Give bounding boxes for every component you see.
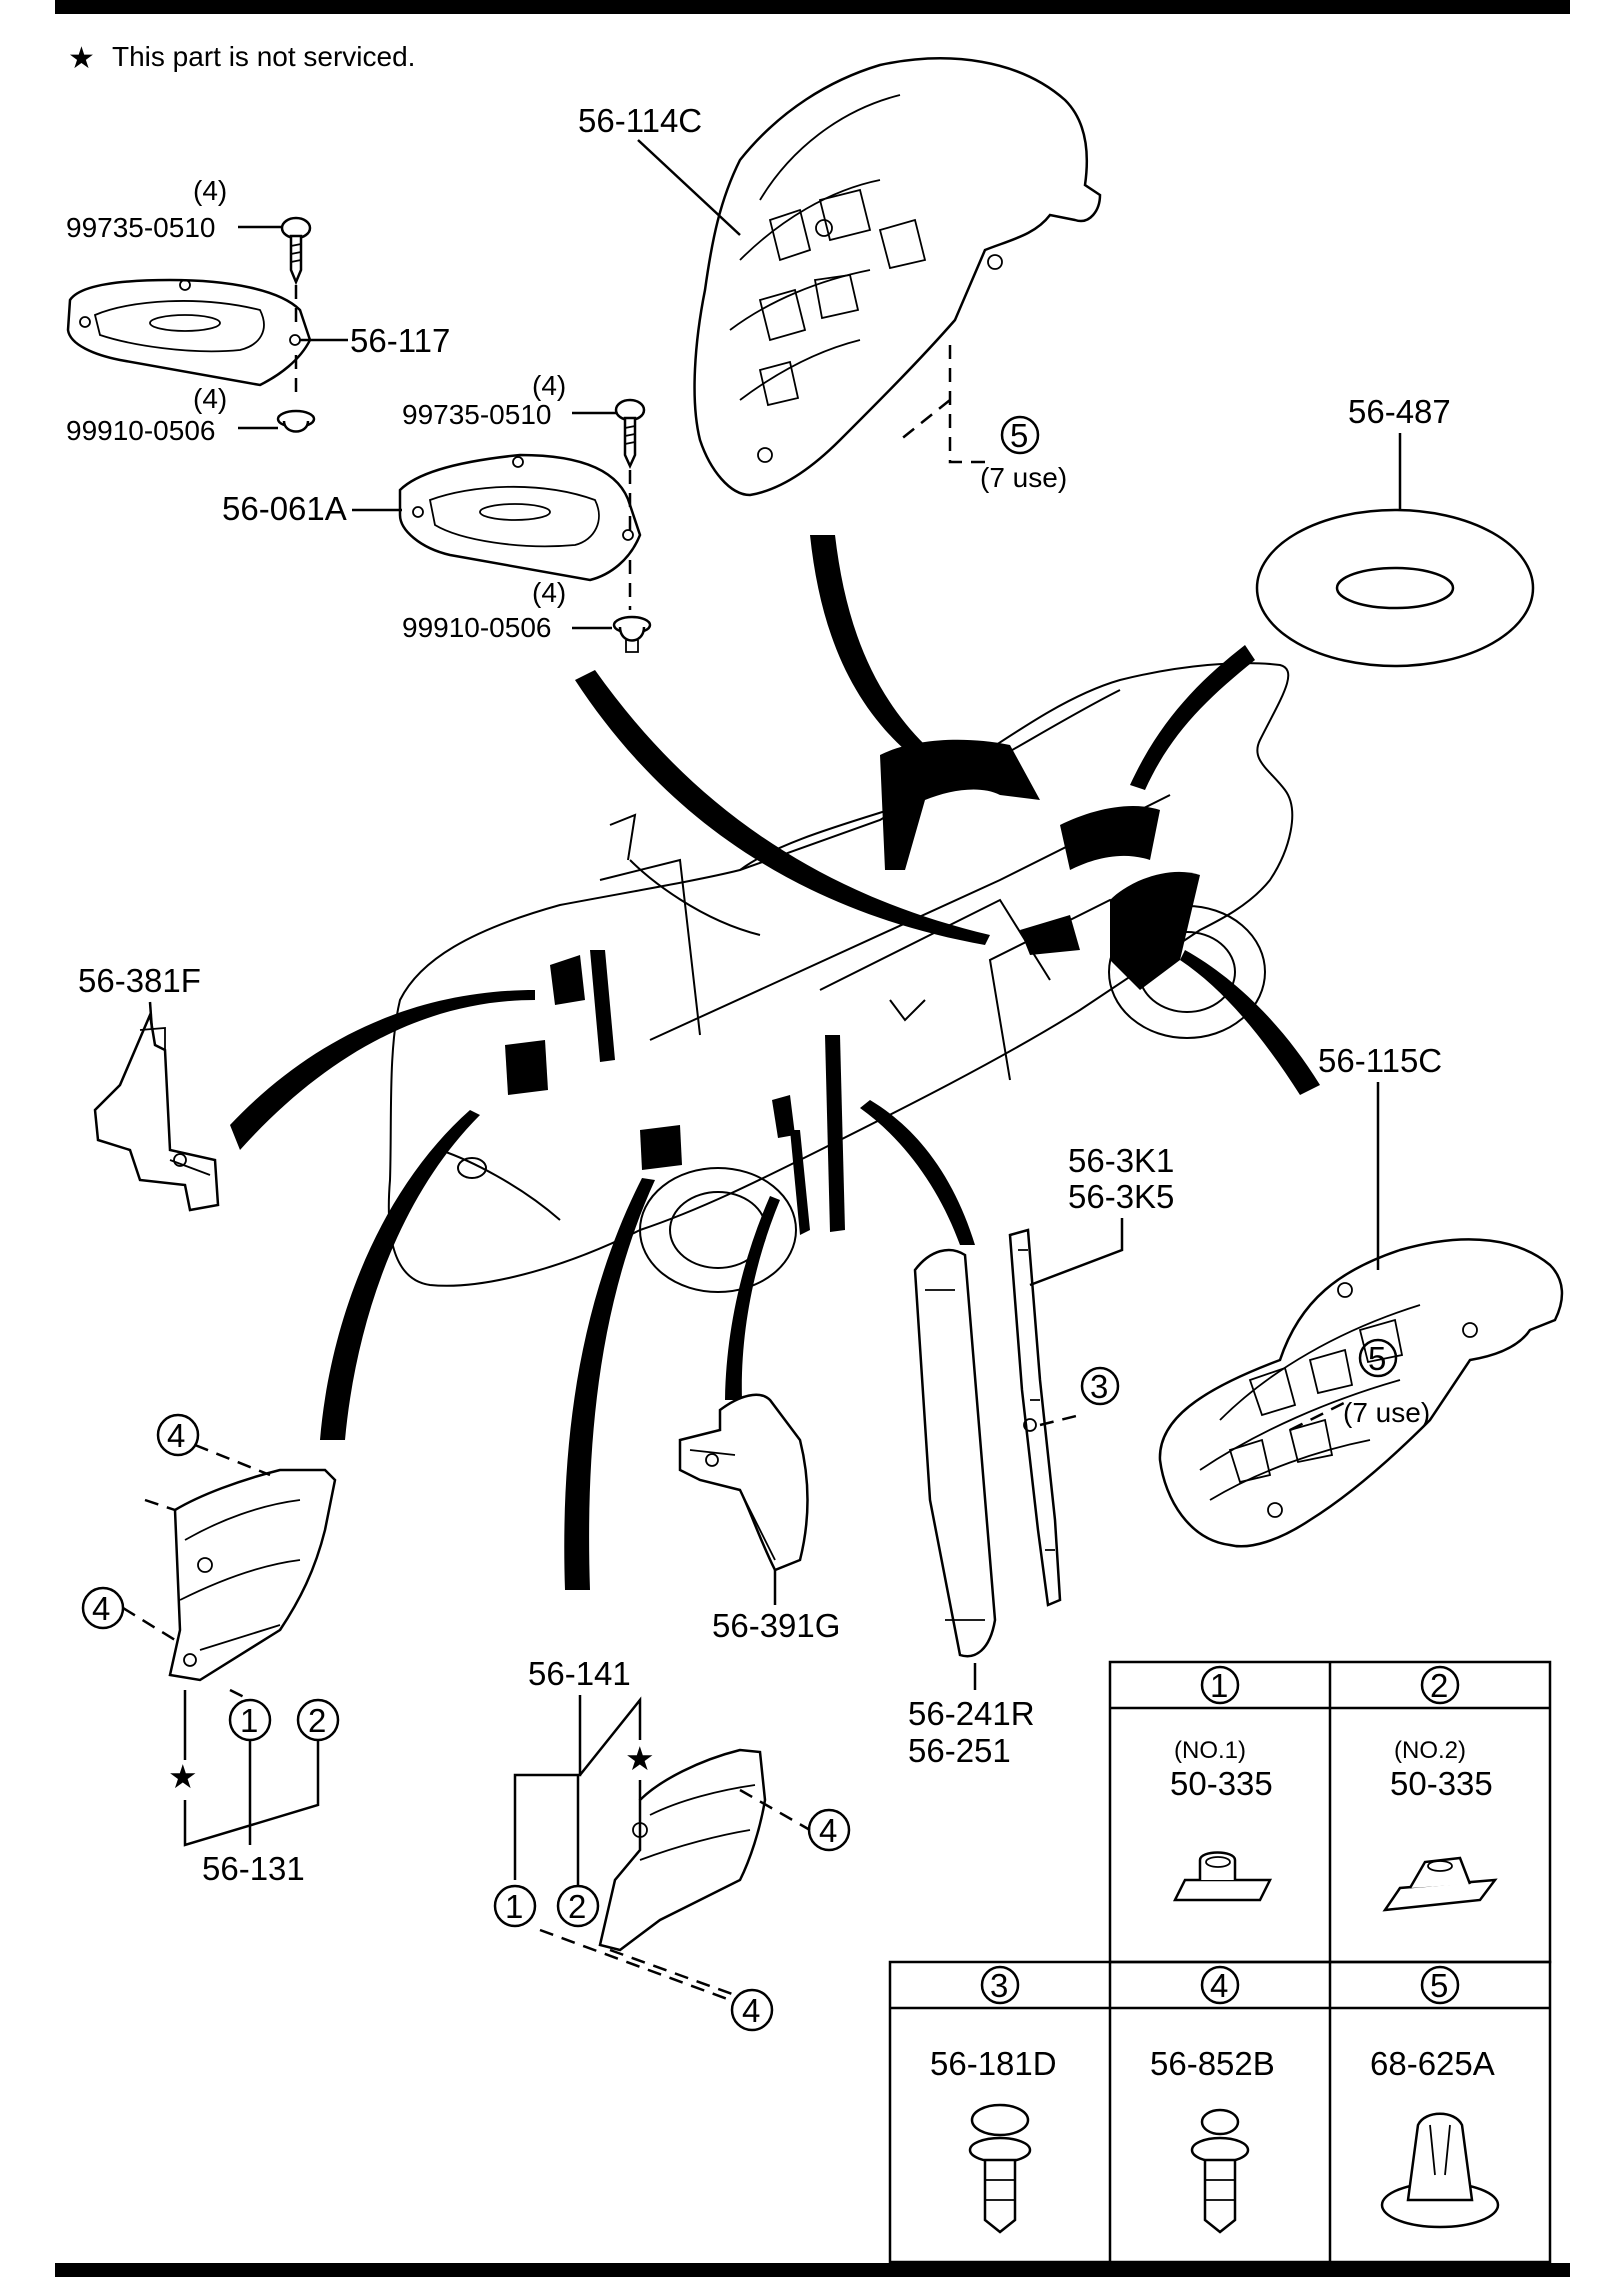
- table-ref-1: 1: [1210, 1667, 1228, 1704]
- callout-2-a: 2: [308, 1702, 326, 1739]
- label-56-117: 56-117: [350, 322, 450, 359]
- screw-icon-mid: [614, 398, 646, 470]
- bottom-border-rule: [55, 2263, 1570, 2277]
- label-56-131: 56-131: [202, 1850, 305, 1887]
- insulator-56-061A: [398, 453, 642, 582]
- callout-4-b: 4: [92, 1590, 110, 1627]
- table-part-3: 56-181D: [930, 2045, 1057, 2082]
- label-56-114C: 56-114C: [578, 102, 702, 139]
- push-rivet-3-icon: [968, 2103, 1032, 2234]
- wheel-liner-front-56-114C: [693, 57, 1102, 497]
- label-56-3K5: 56-3K5: [1068, 1178, 1174, 1215]
- label-56-487: 56-487: [1348, 393, 1451, 430]
- bracket-56-391G: [678, 1393, 809, 1572]
- label-56-241R: 56-241R: [908, 1695, 1035, 1732]
- table-sub-2: (NO.2): [1394, 1737, 1466, 1764]
- not-serviced-note: ★ This part is not serviced.: [68, 41, 415, 75]
- callout-3: 3: [1090, 1368, 1108, 1405]
- table-part-4: 56-852B: [1150, 2045, 1275, 2082]
- fastener-table: 1 (NO.1) 50-335 2 (NO.2) 50-335 3 56-181…: [888, 1660, 1552, 2264]
- qty-clip-mid: (4): [532, 577, 566, 608]
- label-56-115C: 56-115C: [1318, 1042, 1442, 1079]
- star-icon-a: ★: [168, 1758, 198, 1795]
- nut-clip-1-icon: [1172, 1851, 1273, 1902]
- qty-clip-top: (4): [193, 383, 227, 414]
- label-99735-0510-mid: 99735-0510: [402, 399, 551, 430]
- callout-4-c: 4: [819, 1812, 837, 1849]
- label-99735-0510-top: 99735-0510: [66, 212, 215, 243]
- note-star-icon: ★: [68, 42, 95, 75]
- callout-4-d: 4: [742, 1992, 760, 2029]
- label-99910-0506-mid: 99910-0506: [402, 612, 551, 643]
- label-7-use-right: (7 use): [1343, 1397, 1430, 1428]
- table-ref-5: 5: [1430, 1967, 1448, 2004]
- callout-5-right: 5: [1368, 1340, 1386, 1377]
- qty-screw-top: (4): [193, 175, 227, 206]
- label-56-391G: 56-391G: [712, 1607, 840, 1644]
- table-sub-1: (NO.1): [1174, 1737, 1246, 1764]
- callout-5-top: 5: [1010, 417, 1028, 454]
- wheel-liner-rear-56-115C: [1158, 1238, 1564, 1548]
- push-rivet-4-icon: [1190, 2108, 1250, 2234]
- disc-56-487: [1255, 508, 1535, 668]
- label-56-141: 56-141: [528, 1655, 631, 1692]
- label-56-381F: 56-381F: [78, 962, 201, 999]
- panel-56-131: [168, 1468, 337, 1682]
- callout-2-b: 2: [568, 1888, 586, 1925]
- car-patches: [505, 739, 1200, 1235]
- note-text: This part is not serviced.: [112, 41, 415, 72]
- qty-screw-mid: (4): [532, 370, 566, 401]
- bracket-56-381F: [93, 1010, 220, 1212]
- grommet-5-icon: [1380, 2112, 1500, 2229]
- clip-icon-mid: [612, 615, 652, 653]
- callout-1-a: 1: [240, 1702, 258, 1739]
- leader-sweeps: [230, 535, 1320, 1590]
- callout-1-b: 1: [505, 1888, 523, 1925]
- label-99910-0506-top: 99910-0506: [66, 415, 215, 446]
- seal-strip-56-3K1: [1008, 1228, 1062, 1607]
- table-ref-4: 4: [1210, 1967, 1228, 2004]
- callout-4-a: 4: [167, 1417, 185, 1454]
- top-border-rule: [55, 0, 1570, 14]
- trim-56-241R: [913, 1248, 997, 1658]
- label-56-061A: 56-061A: [222, 490, 347, 527]
- nut-clip-2-icon: [1382, 1856, 1498, 1912]
- clip-icon-top: [276, 409, 316, 433]
- table-part-1: 50-335: [1170, 1765, 1273, 1802]
- screw-icon-top: [280, 216, 312, 286]
- table-part-5: 68-625A: [1370, 2045, 1495, 2082]
- table-ref-3: 3: [990, 1967, 1008, 2004]
- label-7-use-top: (7 use): [980, 462, 1067, 493]
- table-part-2: 50-335: [1390, 1765, 1493, 1802]
- label-56-251: 56-251: [908, 1732, 1011, 1769]
- insulator-56-117: [66, 278, 312, 387]
- label-56-3K1: 56-3K1: [1068, 1142, 1174, 1179]
- star-icon-b: ★: [625, 1740, 655, 1777]
- panel-56-141: [598, 1748, 767, 1952]
- table-ref-2: 2: [1430, 1667, 1448, 1704]
